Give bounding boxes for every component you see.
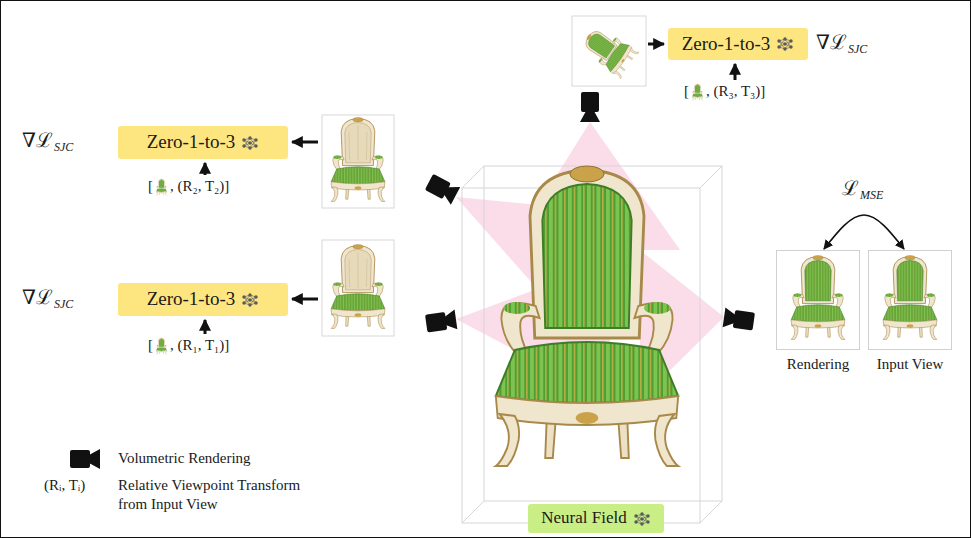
box-label: Zero-1-to-3 xyxy=(147,288,236,311)
math-label: (Rᵢ, Tᵢ) xyxy=(44,476,85,494)
view-frame xyxy=(322,115,394,208)
camera-icon xyxy=(424,173,460,205)
illustration-part xyxy=(648,43,664,46)
illustration-part xyxy=(734,64,737,80)
chair-thumbnail xyxy=(156,338,167,355)
chair-thumbnail xyxy=(156,179,167,196)
network-icon xyxy=(633,512,651,526)
subscript-label: SJC xyxy=(54,140,73,154)
math-label: ∇ℒ xyxy=(22,285,53,309)
network-icon xyxy=(241,136,259,150)
chair-view xyxy=(578,23,638,79)
subscript-label: MSE xyxy=(860,188,883,202)
image-frame: Rendering xyxy=(776,250,860,350)
subscript-label: SJC xyxy=(54,297,73,311)
chair-thumbnail xyxy=(692,84,703,101)
model-box: Zero-1-to-3 xyxy=(118,283,288,316)
math-label: ∇ℒ xyxy=(816,30,847,54)
image-caption: Input View xyxy=(877,355,944,373)
math-label: [ xyxy=(148,336,153,354)
camera-icon xyxy=(580,92,600,122)
box-label: Neural Field xyxy=(541,508,626,528)
math-label: ∇ℒ xyxy=(22,128,53,152)
neural-field-box: Neural Field xyxy=(528,504,664,533)
chair-view xyxy=(331,244,385,328)
camera-icon xyxy=(723,308,755,332)
illustration-part xyxy=(292,141,318,144)
loss-arrow xyxy=(824,215,904,249)
subscript-label: SJC xyxy=(848,42,867,56)
illustration-part xyxy=(462,166,484,188)
camera-icon xyxy=(425,310,457,334)
illustration-part xyxy=(700,166,722,188)
math-label: , (R₂, T₂)] xyxy=(170,177,229,195)
volume-box xyxy=(462,166,722,523)
view-frame xyxy=(322,240,394,336)
image-frame: Input View xyxy=(868,250,952,350)
math-label: , (R₁, T₁)] xyxy=(170,336,229,354)
model-box: Zero-1-to-3 xyxy=(668,28,808,60)
chair-view xyxy=(331,117,385,201)
illustration-part xyxy=(204,320,207,334)
box-label: Zero-1-to-3 xyxy=(147,131,236,154)
illustration-part xyxy=(462,501,484,523)
illustration-part xyxy=(700,501,722,523)
network-icon xyxy=(776,37,794,51)
chair-view xyxy=(791,255,845,339)
math-label: [ xyxy=(684,82,689,100)
view-frame xyxy=(572,16,646,86)
illustration-part xyxy=(292,298,318,301)
math-label: , (R₃, T₃)] xyxy=(706,82,765,100)
legend-camera-icon xyxy=(70,449,100,469)
legend-text: Relative Viewpoint Transform from Input … xyxy=(118,477,300,512)
legend-entry: Volumetric Rendering xyxy=(118,449,348,468)
legend-entry: Relative Viewpoint Transform from Input … xyxy=(118,476,323,514)
network-icon xyxy=(241,293,259,307)
box-label: Zero-1-to-3 xyxy=(682,33,771,56)
chair-figure xyxy=(496,166,678,466)
image-caption: Rendering xyxy=(787,355,849,373)
math-label: ℒ xyxy=(842,176,859,200)
illustration-part xyxy=(204,163,207,175)
chair-view xyxy=(883,255,937,339)
illustration-part xyxy=(484,166,722,501)
math-label: [ xyxy=(148,177,153,195)
legend-text: Volumetric Rendering xyxy=(118,450,251,466)
model-box: Zero-1-to-3 xyxy=(118,126,288,159)
